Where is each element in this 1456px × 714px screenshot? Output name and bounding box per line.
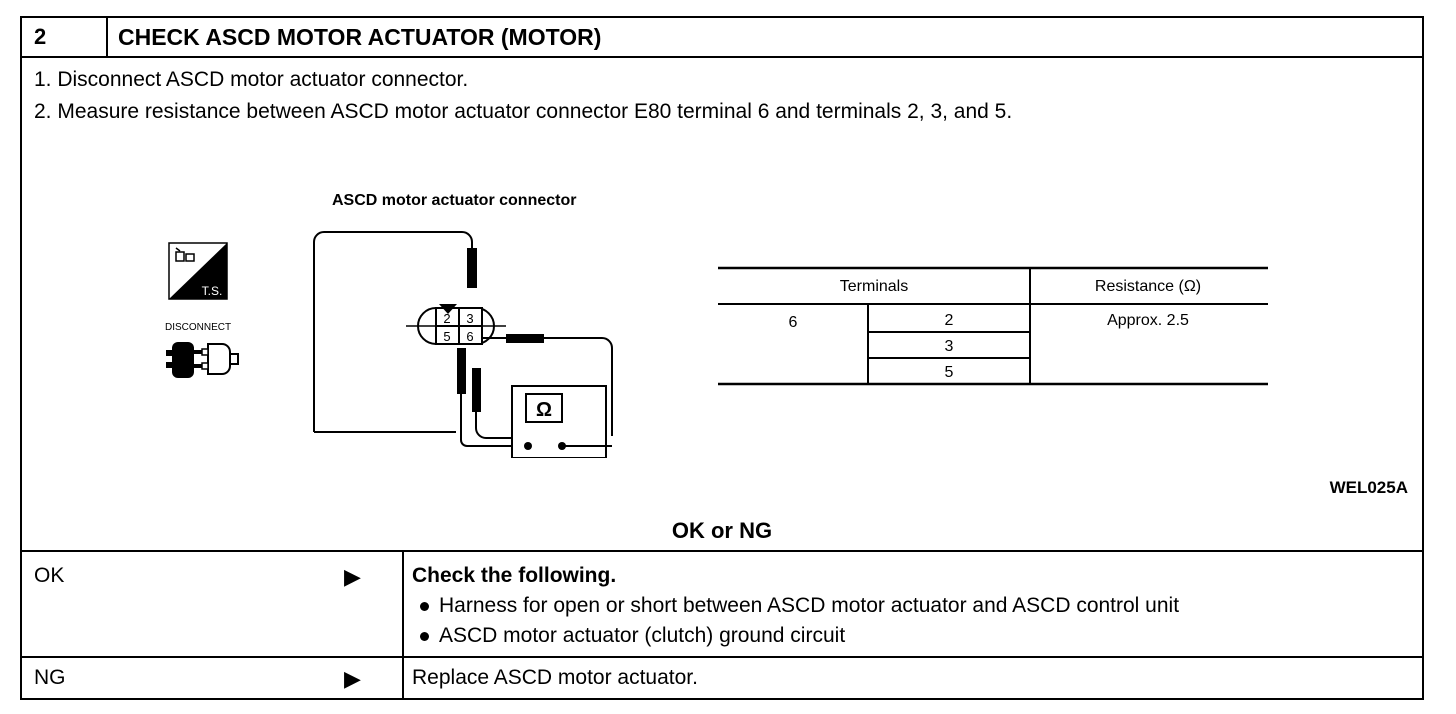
ts-icon: T.S. [168, 242, 228, 300]
disconnect-connector-icon [166, 342, 239, 378]
connector-wiring-diagram: 2 3 5 6 Ω [313, 231, 613, 458]
resistance-value-cell: Approx. 2.5 [1107, 312, 1189, 329]
results-table: OK ▶ Check the following. Harness for op… [22, 550, 1422, 698]
ok-action-item-text: ASCD motor actuator (clutch) ground circ… [439, 624, 846, 647]
ok-action-item-text: Harness for open or short between ASCD m… [439, 594, 1180, 617]
terminal-3-label: 3 [466, 311, 473, 326]
step-title: CHECK ASCD MOTOR ACTUATOR (MOTOR) [118, 24, 602, 50]
col-header-resistance: Resistance (Ω) [1094, 278, 1202, 295]
ok-action-item: ASCD motor actuator (clutch) ground circ… [412, 624, 1179, 648]
instruction-1: 1. Disconnect ASCD motor actuator connec… [34, 68, 469, 91]
terminal-2-label: 2 [443, 311, 450, 326]
ok-action: Check the following. Harness for open or… [412, 564, 1179, 648]
ts-label: T.S. [202, 284, 223, 298]
result-row-ng: NG ▶ Replace ASCD motor actuator. [22, 658, 1422, 700]
instruction-2: 2. Measure resistance between ASCD motor… [34, 100, 1013, 123]
procedure-box: 2 CHECK ASCD MOTOR ACTUATOR (MOTOR) 1. D… [20, 16, 1424, 700]
to-terminal-5-cell: 5 [944, 364, 954, 381]
ok-action-item: Harness for open or short between ASCD m… [412, 594, 1179, 618]
result-label-ng: NG [34, 666, 66, 689]
col-header-terminals: Terminals [839, 278, 909, 295]
result-label-ok: OK [34, 564, 65, 587]
arrow-right-icon: ▶ [344, 564, 361, 589]
results-column-divider [402, 552, 404, 698]
arrow-right-icon: ▶ [344, 666, 361, 691]
step-header: 2 CHECK ASCD MOTOR ACTUATOR (MOTOR) [22, 18, 1422, 58]
figure-id: WEL025A [1329, 478, 1408, 497]
ok-action-title: Check the following. [412, 564, 617, 587]
bullet-icon [420, 631, 429, 641]
terminal-6-label: 6 [466, 329, 473, 344]
disconnect-label: DISCONNECT [165, 322, 232, 333]
ng-action: Replace ASCD motor actuator. [412, 666, 698, 689]
terminal-5-label: 5 [443, 329, 450, 344]
resistance-table-lines [718, 266, 1268, 386]
result-row-ok: OK ▶ Check the following. Harness for op… [22, 552, 1422, 658]
from-terminal-cell: 6 [788, 314, 798, 331]
result-prompt: OK or NG [671, 518, 773, 543]
ohm-symbol: Ω [536, 399, 552, 421]
to-terminal-2-cell: 2 [944, 312, 954, 329]
bullet-icon [420, 601, 429, 611]
diagram-title: ASCD motor actuator connector [332, 192, 577, 209]
step-number: 2 [22, 18, 108, 56]
to-terminal-3-cell: 3 [944, 338, 954, 355]
